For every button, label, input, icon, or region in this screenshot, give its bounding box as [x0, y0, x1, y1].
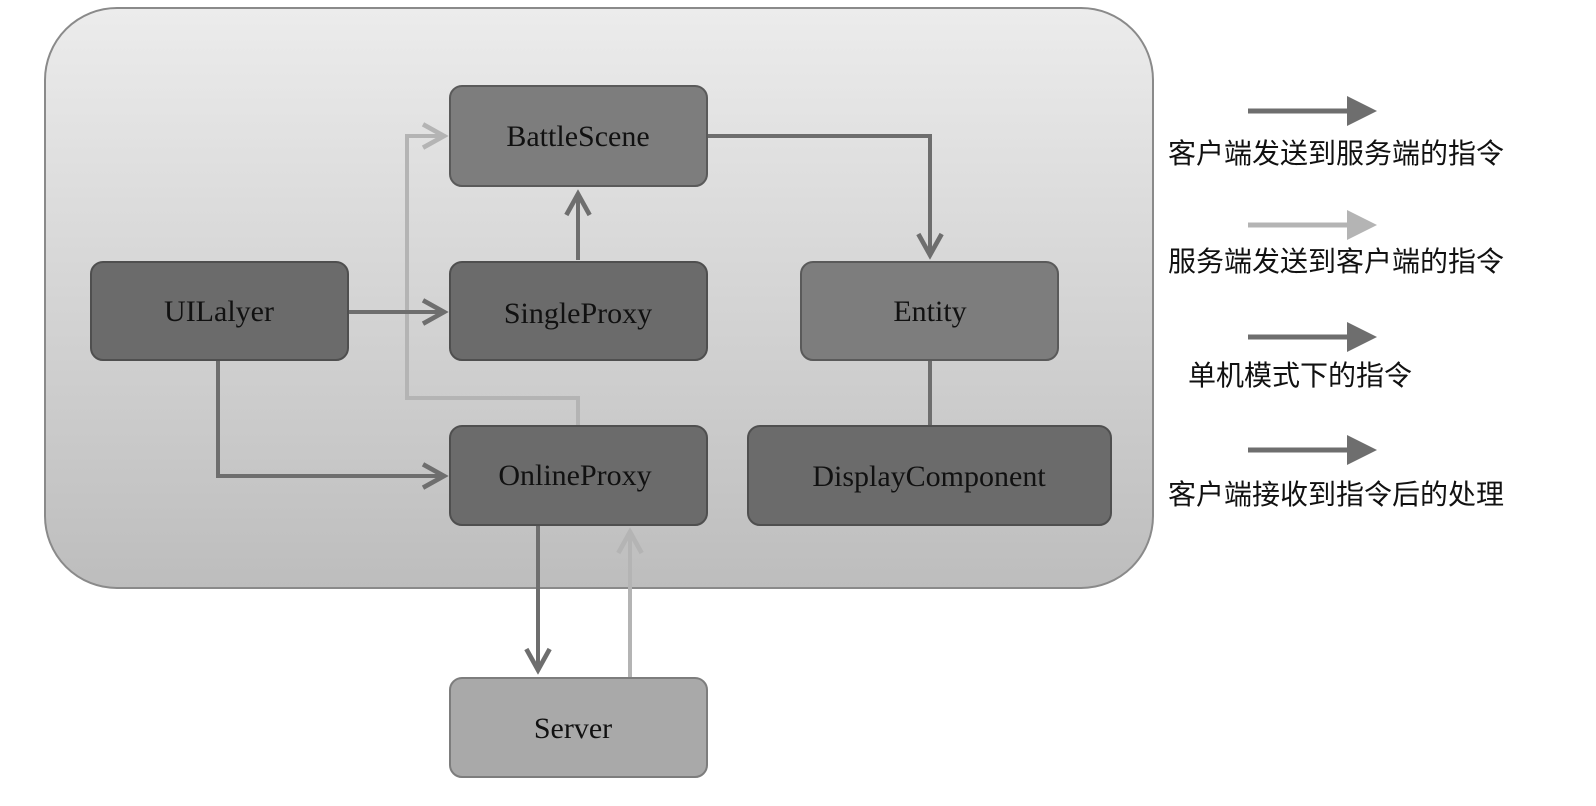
connector-onlineproxy-to-battlescene [405, 136, 580, 425]
node-uilayer: UILalyer [90, 261, 349, 361]
legend-label-server-to-client: 服务端发送到客户端的指令 [1168, 245, 1504, 278]
connectors [216, 134, 930, 678]
node-displaycomponent-label: DisplayComponent [812, 460, 1046, 493]
node-entity: Entity [800, 261, 1059, 361]
node-entity-label: Entity [893, 295, 966, 328]
node-onlineproxy-label: OnlineProxy [498, 459, 651, 492]
node-battlescene-box [449, 85, 708, 187]
node-server: Server [449, 677, 708, 778]
legend-label-standalone: 单机模式下的指令 [1188, 359, 1412, 392]
node-onlineproxy: OnlineProxy [449, 425, 708, 526]
node-entity-box [800, 261, 1059, 361]
node-battlescene-label: BattleScene [506, 120, 649, 153]
node-uilayer-label: UILalyer [164, 295, 274, 328]
node-battlescene: BattleScene [449, 85, 708, 187]
node-displaycomponent-box [747, 425, 1112, 526]
legend-label-client-processing: 客户端接收到指令后的处理 [1168, 478, 1504, 511]
node-singleproxy-label: SingleProxy [504, 297, 652, 330]
legend-label-client-to-server: 客户端发送到服务端的指令 [1168, 137, 1504, 170]
node-displaycomponent: DisplayComponent [747, 425, 1112, 526]
connector-battlescene-to-entity [707, 134, 930, 255]
node-uilayer-box [90, 261, 349, 361]
node-singleproxy: SingleProxy [449, 261, 708, 361]
node-singleproxy-box [449, 261, 708, 361]
node-server-label: Server [534, 712, 612, 745]
node-onlineproxy-box [449, 425, 708, 526]
legend: 客户端发送到服务端的指令 服务端发送到客户端的指令 单机模式下的指令 客户端接收… [1168, 96, 1504, 511]
connector-uilayer-to-onlineproxy [216, 361, 444, 476]
node-server-box [449, 677, 708, 778]
